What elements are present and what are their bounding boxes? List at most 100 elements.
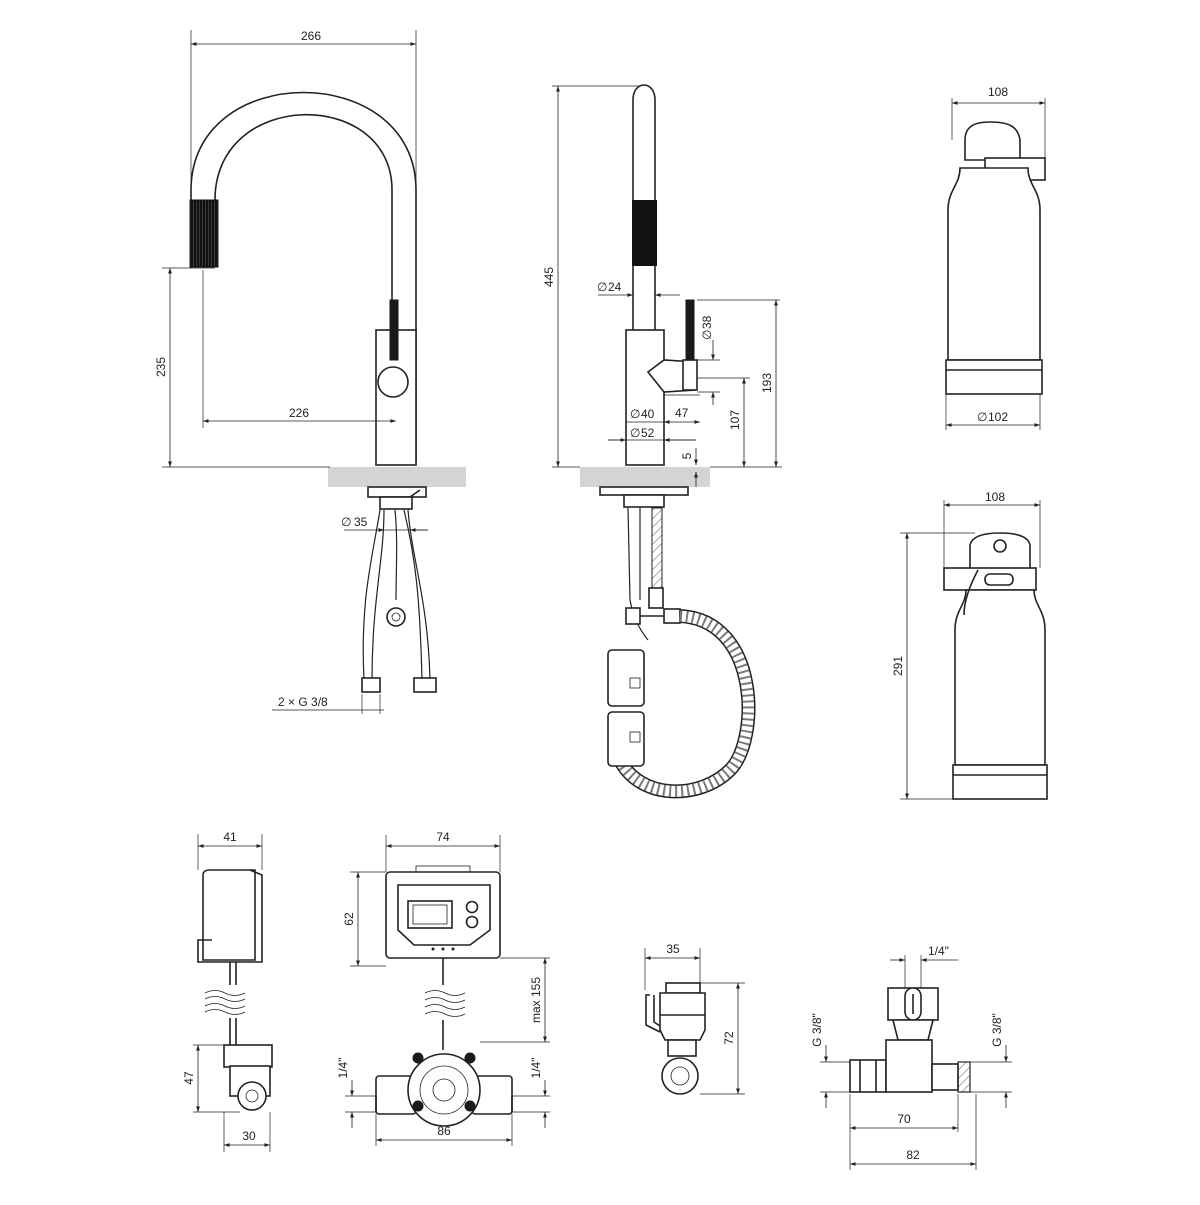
label-unit-62: 62 — [342, 912, 356, 926]
label-base-52: 52 — [641, 426, 655, 440]
tee-valve-view: 1/4" G 3/8" G 3/8" 70 82 — [810, 944, 1012, 1170]
label-filter-dia-102: 102 — [988, 410, 1008, 424]
filter-base-top — [945, 359, 1043, 395]
spring-hose-side — [651, 507, 663, 589]
control-unit-top-clip — [415, 865, 471, 873]
check-valve-port — [661, 1057, 699, 1095]
control-unit-view: 74 62 max 155 1/4" 1/4" 86 — [336, 830, 550, 1146]
break-mark — [424, 990, 466, 996]
body-side — [625, 329, 665, 466]
label-unit-74: 74 — [436, 830, 450, 844]
tee-valve-neck — [891, 1019, 935, 1041]
filter-screw — [993, 539, 1007, 553]
hose-right-a — [407, 509, 431, 681]
break-mark — [424, 997, 466, 1003]
label-base-5: 5 — [680, 452, 694, 459]
nut-side — [623, 494, 665, 508]
swivel-connector-front — [386, 607, 406, 627]
filter-cylinder-side — [954, 589, 1046, 766]
filter-side-view: 108 291 — [891, 490, 1048, 800]
label-box-30: 30 — [242, 1129, 256, 1143]
valve-body-round — [407, 1053, 481, 1127]
label-connections: 2 × G 3/8 — [278, 695, 328, 709]
spout-side — [632, 84, 656, 462]
break-mark — [424, 1011, 466, 1017]
label-tee-82: 82 — [906, 1148, 920, 1162]
valve-knob-side — [625, 607, 641, 625]
filter-lever-side — [963, 569, 979, 616]
diameter-symbol: ∅ — [977, 410, 987, 424]
break-mark — [204, 990, 246, 996]
label-filter-width-108: 108 — [988, 85, 1008, 99]
diameter-symbol: ∅ — [341, 515, 351, 529]
label-reach-226: 226 — [289, 406, 309, 420]
led-dot — [431, 947, 435, 951]
check-valve-cap — [665, 982, 701, 994]
weight-cartridge-bottom — [607, 711, 645, 767]
handle-lever-side — [685, 299, 695, 361]
control-button-top — [465, 900, 479, 914]
break-mark — [424, 1004, 466, 1010]
label-spout-24: 24 — [608, 280, 622, 294]
spray-head-grip — [189, 199, 219, 268]
countertop-side — [580, 467, 710, 487]
handle-knob-front — [377, 366, 409, 398]
tee-center — [885, 1039, 933, 1093]
solenoid-top — [223, 1044, 273, 1068]
label-box-47: 47 — [182, 1071, 196, 1085]
valve-bolt — [412, 1052, 424, 1064]
swivel-connector-inner — [391, 612, 401, 622]
control-unit-display-inner — [412, 904, 448, 925]
faucet-front-view: 266 235 226 ∅ 35 2 × G 3/8 — [154, 29, 466, 714]
valve-body-side — [648, 587, 664, 609]
diameter-symbol: ∅ — [630, 426, 640, 440]
gooseneck-outer — [190, 91, 417, 462]
label-handle-38: 38 — [700, 315, 714, 329]
label-check-72: 72 — [722, 1031, 736, 1045]
label-height-193: 193 — [760, 373, 774, 393]
control-unit-face — [397, 884, 491, 946]
label-tee-left: G 3/8" — [810, 1013, 824, 1047]
hose-left-a — [371, 509, 385, 681]
countertop-front — [328, 467, 466, 487]
diameter-symbol: ∅ — [597, 280, 607, 294]
break-mark — [204, 996, 246, 1002]
label-offset-47: 47 — [675, 406, 689, 420]
label-filter-height-291: 291 — [891, 656, 905, 676]
break-mark — [204, 1003, 246, 1009]
valve-core — [432, 1078, 456, 1102]
label-width-266: 266 — [301, 29, 321, 43]
control-unit-display — [407, 900, 453, 929]
led-dot — [451, 947, 455, 951]
check-valve-neck — [667, 1039, 697, 1057]
weight-cartridge-top — [607, 649, 645, 707]
hose-connector-side — [663, 608, 681, 624]
diameter-symbol: ∅ — [700, 330, 714, 340]
label-base-40: 40 — [641, 407, 655, 421]
spray-grip-side — [632, 200, 657, 266]
label-valve-86: 86 — [437, 1124, 451, 1138]
filter-slot — [984, 573, 1014, 586]
loop-hose-braid — [615, 610, 754, 797]
handle-cap-side — [682, 359, 698, 391]
valve-bolt — [464, 1052, 476, 1064]
label-pipe-right: 1/4" — [529, 1058, 543, 1079]
label-box-41: 41 — [223, 830, 237, 844]
filter-head-top — [964, 121, 1021, 161]
check-valve-view: 35 72 — [644, 942, 745, 1095]
diameter-symbol: ∅ — [630, 407, 640, 421]
control-button-bottom — [465, 915, 479, 929]
label-height-445: 445 — [542, 267, 556, 287]
label-tee-top: 1/4" — [928, 944, 949, 958]
handle-lever-front — [389, 299, 399, 361]
flange-tab — [409, 489, 421, 498]
filter-cylinder-top — [947, 167, 1041, 361]
check-valve-body — [659, 992, 706, 1041]
break-mark — [204, 1009, 246, 1015]
valve-bolt — [464, 1100, 476, 1112]
tee-right-thread — [957, 1061, 971, 1093]
filter-base-side — [952, 764, 1048, 800]
tee-right-fitting — [931, 1063, 959, 1091]
